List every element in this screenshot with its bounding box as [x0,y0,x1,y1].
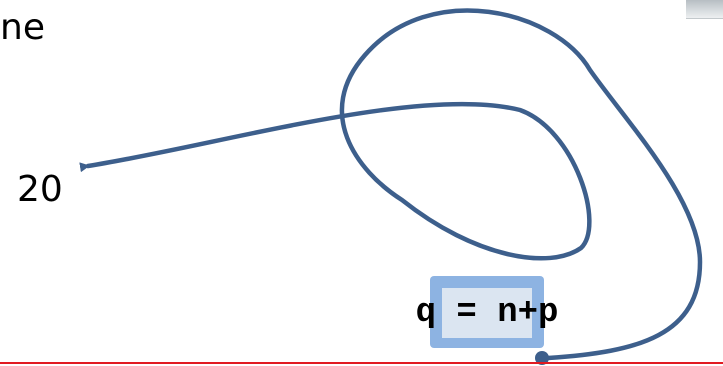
pointer-origin-dot [535,351,549,365]
value-label: 20 [17,169,63,210]
corner-image [686,0,723,19]
slide-title-fragment: ne [0,7,45,48]
pointer-curve [79,8,703,361]
code-box: q = n+p [416,276,558,348]
bottom-rule [0,362,723,364]
code-statement: q = n+p [415,294,559,332]
code-box-inner: q = n+p [416,288,558,338]
